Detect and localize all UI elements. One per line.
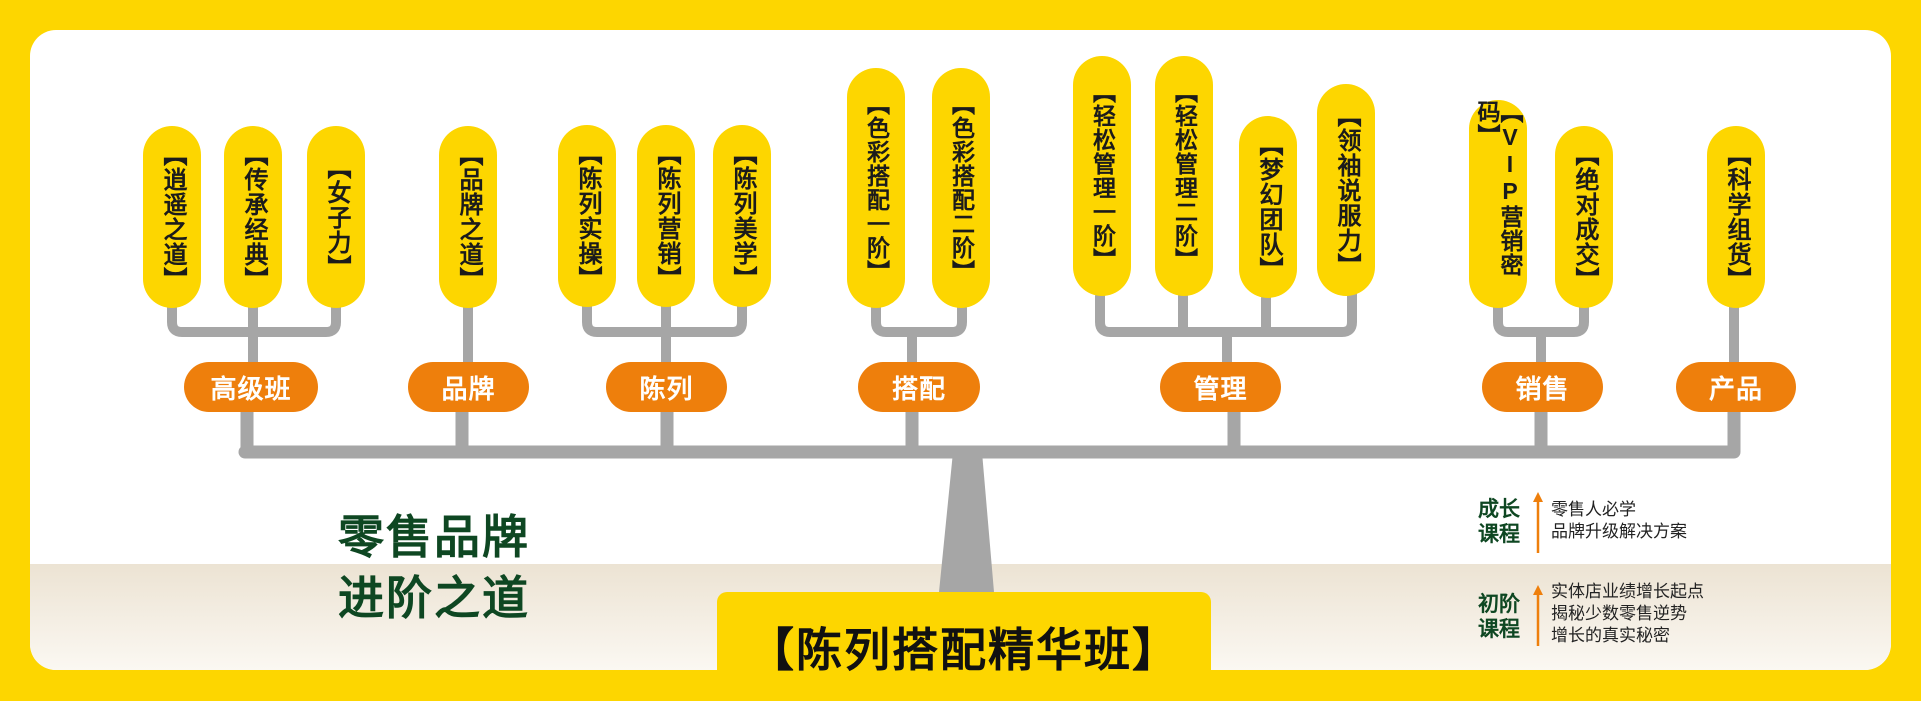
course-label: 【逍遥之道】: [159, 142, 186, 292]
legend-arrow-growth-head: [1533, 492, 1543, 502]
course-pill: 【色彩搭配二阶】: [932, 68, 990, 308]
category-badge-管理: 管理: [1160, 362, 1281, 412]
course-label: 【VIP营销密码】: [1474, 100, 1523, 277]
course-label: 【女子力】: [323, 154, 350, 280]
course-pill: 【品牌之道】: [439, 126, 497, 308]
legend-level-growth: 成长 课程: [1474, 497, 1524, 547]
legend-growth-line: 零售人必学: [1551, 500, 1636, 519]
course-pill: 【科学组货】: [1707, 126, 1765, 308]
slogan-line-2: 进阶之道: [338, 572, 530, 624]
course-label: 【陈列营销】: [653, 141, 680, 291]
course-label: 【轻松管理一阶】: [1089, 80, 1116, 272]
legend-growth-line: 品牌升级解决方案: [1551, 522, 1687, 541]
course-label: 【陈列美学】: [729, 141, 756, 291]
category-badge-销售: 销售: [1482, 362, 1603, 412]
course-pill: 【陈列实操】: [558, 125, 616, 307]
category-badge-品牌: 品牌: [408, 362, 529, 412]
course-label: 【传承经典】: [240, 142, 267, 292]
course-pill: 【轻松管理一阶】: [1073, 56, 1131, 296]
legend-basic-line: 增长的真实秘密: [1551, 626, 1670, 645]
legend-growth-text: 零售人必学 品牌升级解决方案: [1551, 499, 1687, 543]
category-label: 销售: [1515, 373, 1570, 404]
course-pill: 【领袖说服力】: [1317, 84, 1375, 296]
legend-level-basic: 初阶 课程: [1474, 592, 1524, 642]
twigs-陈列: [582, 301, 747, 367]
course-pill: 【女子力】: [307, 126, 365, 308]
course-label: 【科学组货】: [1723, 142, 1750, 292]
category-label: 搭配: [891, 373, 946, 404]
twigs-管理: [1095, 287, 1357, 367]
course-pill: 【逍遥之道】: [143, 126, 201, 308]
trunk: [939, 452, 994, 592]
twigs-搭配: [871, 303, 967, 367]
course-pill: 【陈列美学】: [713, 125, 771, 307]
category-label: 高级班: [210, 373, 292, 404]
legend-basic-line: 实体店业绩增长起点: [1551, 582, 1704, 601]
category-label: 品牌: [441, 373, 496, 404]
legend-basic-text: 实体店业绩增长起点 揭秘少数零售逆势 增长的真实秘密: [1551, 581, 1704, 647]
legend-level-basic-line2: 课程: [1478, 618, 1520, 641]
twigs-高级班: [167, 295, 341, 367]
category-label: 产品: [1708, 373, 1763, 404]
category-badge-高级班: 高级班: [184, 362, 318, 412]
course-label: 【绝对成交】: [1571, 142, 1598, 292]
course-pill: 【VIP营销密码】: [1469, 100, 1527, 308]
twigs-销售: [1493, 301, 1589, 367]
legend-basic-line: 揭秘少数零售逆势: [1551, 604, 1687, 623]
course-label: 【领袖说服力】: [1333, 102, 1360, 278]
course-label: 【陈列实操】: [574, 141, 601, 291]
course-label: 【轻松管理二阶】: [1171, 80, 1198, 272]
course-label: 【色彩搭配一阶】: [863, 92, 890, 284]
legend-level-growth-line2: 课程: [1478, 523, 1520, 546]
category-badge-产品: 产品: [1676, 362, 1796, 412]
course-label: 【品牌之道】: [455, 142, 482, 292]
category-label: 管理: [1193, 373, 1248, 404]
category-badge-陈列: 陈列: [606, 362, 727, 412]
course-label: 【色彩搭配二阶】: [948, 92, 975, 284]
course-pill: 【传承经典】: [224, 126, 282, 308]
legend-arrow-basic-head: [1533, 585, 1543, 595]
banner-title: 【陈列搭配精华班】: [748, 624, 1180, 676]
category-label: 陈列: [639, 373, 694, 404]
slogan: 零售品牌 进阶之道: [338, 507, 530, 629]
course-pill: 【陈列营销】: [637, 125, 695, 307]
course-pill: 【色彩搭配一阶】: [847, 68, 905, 308]
course-pill: 【轻松管理二阶】: [1155, 56, 1213, 296]
legend-level-basic-line1: 初阶: [1478, 593, 1520, 616]
bottom-banner: 【陈列搭配精华班】: [717, 592, 1211, 701]
category-badge-搭配: 搭配: [858, 362, 980, 412]
slogan-line-1: 零售品牌: [338, 511, 530, 563]
course-label: 【梦幻团队】: [1255, 132, 1282, 282]
legend-level-growth-line1: 成长: [1478, 498, 1520, 521]
course-pill: 【梦幻团队】: [1239, 116, 1297, 298]
course-pill: 【绝对成交】: [1555, 126, 1613, 308]
